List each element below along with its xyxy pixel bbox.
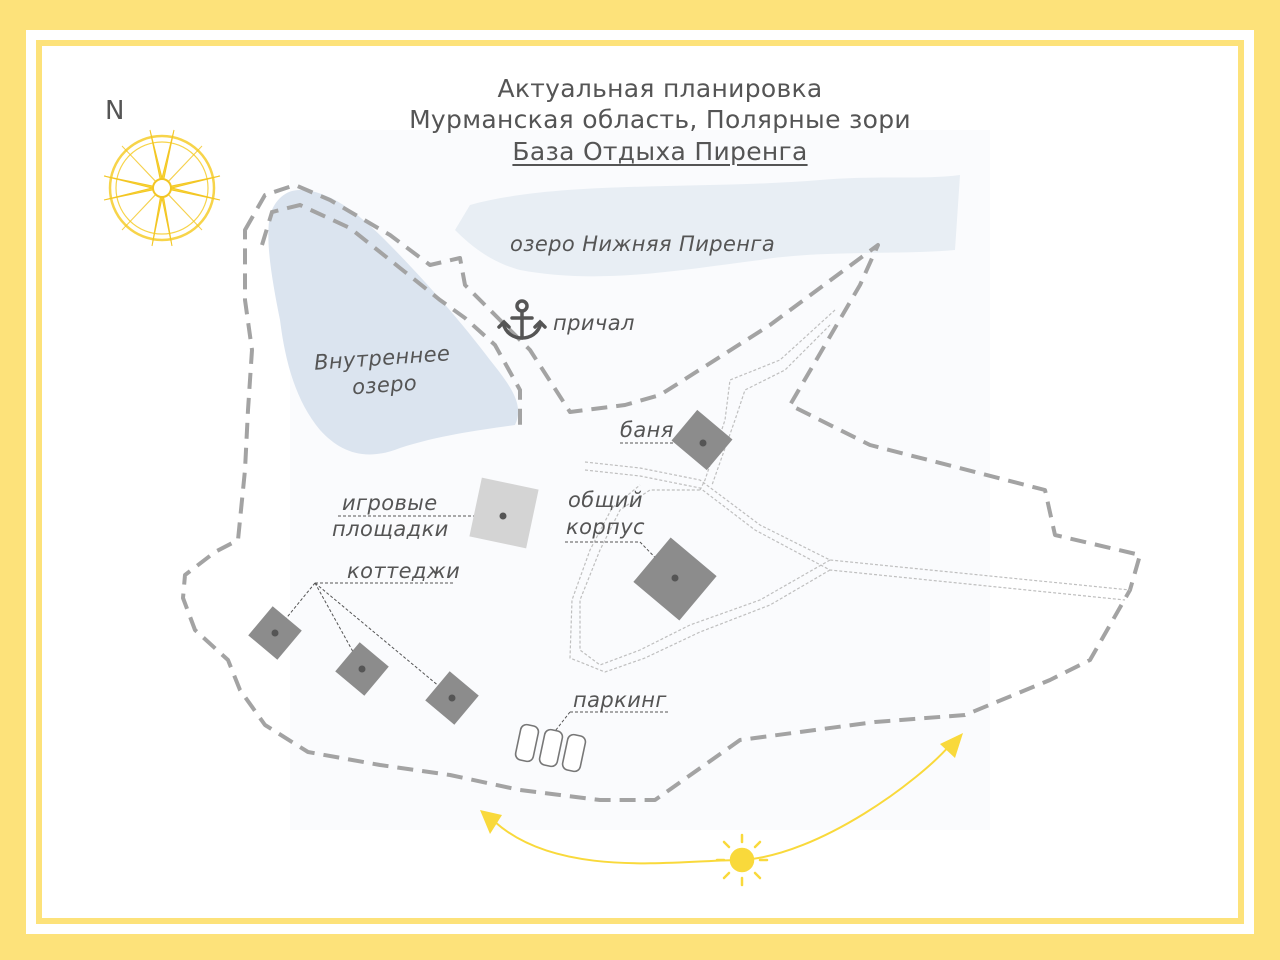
map-title-line2: Мурманская область, Полярные зори <box>409 105 911 134</box>
big-lake-label: озеро Нижняя Пиренга <box>510 232 776 256</box>
anchor-icon <box>497 299 547 340</box>
compass-north-label: N <box>105 96 125 126</box>
cottages-label: коттеджи <box>347 559 461 583</box>
sun-icon <box>715 833 769 887</box>
sun-arrow-east-icon <box>940 733 963 758</box>
pier-label: причал <box>553 311 635 335</box>
sun-arrow-west-icon <box>480 810 502 834</box>
territory-boundary <box>181 183 1142 802</box>
inner-lake-label-2: озеро <box>351 370 418 400</box>
inner-lake <box>268 190 519 455</box>
parking-label: паркинг <box>573 688 667 712</box>
main-building-label-1: общий <box>568 488 643 512</box>
main-building-label-2: корпус <box>566 515 645 539</box>
compass-rose-icon <box>103 129 221 247</box>
playground-label-2: площадки <box>332 517 449 541</box>
playground-label-1: игровые <box>342 491 438 515</box>
bathhouse-label: баня <box>620 418 674 442</box>
map-title-line3: База Отдыха Пиренга <box>512 137 808 166</box>
lake-nizhnyaya-pirenga <box>455 175 960 277</box>
parking-cars-icon <box>514 723 587 773</box>
inner-boundary <box>260 202 522 425</box>
map-title-line1: Актуальная планировка <box>497 74 823 103</box>
pointer-dots <box>271 439 707 738</box>
